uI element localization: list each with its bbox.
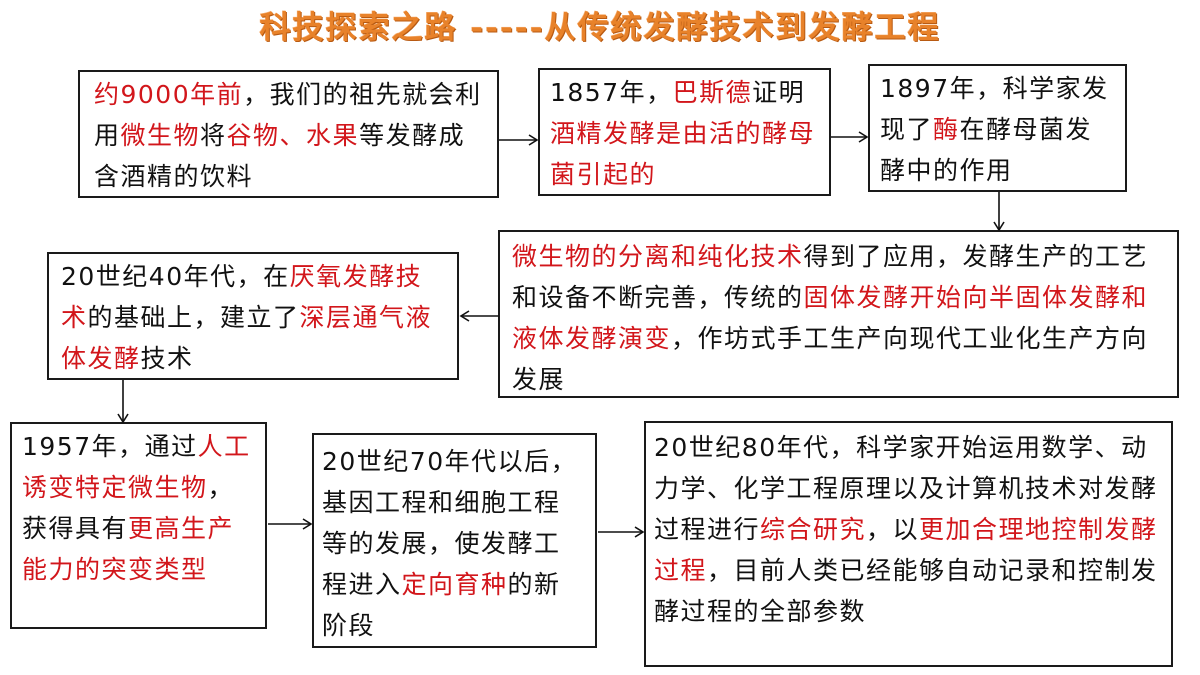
box-text-segment: 约9000年前 (94, 80, 244, 109)
arrow-right-icon (598, 526, 645, 538)
timeline-box-purification: 微生物的分离和纯化技术得到了应用，发酵生产的工艺和设备不断完善，传统的固体发酵开… (498, 230, 1179, 398)
box-text-segment: 微生物 (120, 121, 201, 150)
box-text-segment: 20世纪70年代以后，基因工程和细胞工程等的发展，使发酵工程进入 (322, 447, 578, 599)
box-text-segment: ，作坊式手工生产向现代工业化生产方向发展 (512, 324, 1149, 394)
box-text-segment: 的基础上，建立了 (87, 303, 300, 332)
box-text-segment: 技术 (140, 344, 194, 373)
box-text-segment: ，目前人类已经能够自动记录和控制发酵过程的全部参数 (654, 556, 1158, 626)
box-text-segment: 综合研究 (760, 515, 867, 544)
box-text-segment: 的新阶段 (322, 570, 561, 640)
box-text-segment: 固体发酵开始向半固体发酵和液体发酵演变 (512, 283, 1149, 353)
box-text-segment: 证明 (752, 78, 806, 107)
timeline-box-enzyme-1897: 1897年，科学家发现了酶在酵母菌发酵中的作用 (868, 64, 1127, 192)
box-text-segment: ，我们的祖先就会利用 (94, 80, 482, 150)
arrow-right-icon (268, 518, 313, 530)
box-text-segment: 更加合理地控制发酵过程 (654, 515, 1158, 585)
timeline-box-ancient: 约9000年前，我们的祖先就会利用微生物将谷物、水果等发酵成含酒精的饮料 (78, 70, 499, 198)
box-text-segment: ，获得具有 (22, 473, 235, 543)
box-text-segment: 酒精发酵是由活的酵母菌引起的 (550, 119, 816, 189)
box-text-segment: 深层通气液体发酵 (61, 303, 433, 373)
box-text-segment: 1957年，通过 (22, 432, 198, 461)
arrow-down-icon (993, 192, 1005, 231)
box-text-segment: 人工诱变特定微生物 (22, 432, 251, 502)
arrow-left-icon (459, 310, 499, 322)
timeline-box-1980s: 20世纪80年代，科学家开始运用数学、动力学、化学工程原理以及计算机技术对发酵过… (644, 421, 1173, 667)
box-text-segment: 得到了应用，发酵生产的工艺和设备不断完善，传统的 (512, 242, 1149, 312)
box-text-segment: 巴斯德 (672, 78, 753, 107)
timeline-box-1970s: 20世纪70年代以后，基因工程和细胞工程等的发展，使发酵工程进入定向育种的新阶段 (312, 433, 597, 648)
box-text-segment: 等发酵成含酒精的饮料 (94, 121, 466, 191)
box-text-segment: 厌氧发酵技术 (61, 262, 423, 332)
timeline-box-1940s: 20世纪40年代，在厌氧发酵技术的基础上，建立了深层通气液体发酵技术 (47, 252, 459, 380)
box-text-segment: 20世纪80年代，科学家开始运用数学、动力学、化学工程原理以及计算机技术对发酵过… (654, 433, 1158, 544)
box-text-segment: 将 (200, 121, 227, 150)
box-text-segment: 在酵母菌发酵中的作用 (880, 115, 1093, 185)
box-text-segment: 微生物的分离和纯化技术 (512, 242, 804, 271)
page-title: 科技探索之路 -----从传统发酵技术到发酵工程 (259, 10, 941, 46)
arrow-right-icon (831, 131, 869, 143)
arrow-down-icon (117, 380, 129, 423)
arrow-right-icon (499, 134, 539, 146)
box-text-segment: 谷物、水果 (226, 121, 360, 150)
timeline-box-1957: 1957年，通过人工诱变特定微生物，获得具有更高生产能力的突变类型 (10, 422, 267, 629)
box-text-segment: ，以 (866, 515, 920, 544)
box-text-segment: 1857年， (550, 78, 673, 107)
box-text-segment: 1897年，科学家发现了 (880, 74, 1109, 144)
box-text-segment: 20世纪40年代，在 (61, 262, 290, 291)
box-text-segment: 定向育种 (401, 570, 508, 599)
box-text-segment: 酶 (933, 115, 960, 144)
box-text-segment: 更高生产能力的突变类型 (22, 514, 235, 584)
timeline-box-pasteur-1857: 1857年，巴斯德证明酒精发酵是由活的酵母菌引起的 (538, 68, 831, 196)
